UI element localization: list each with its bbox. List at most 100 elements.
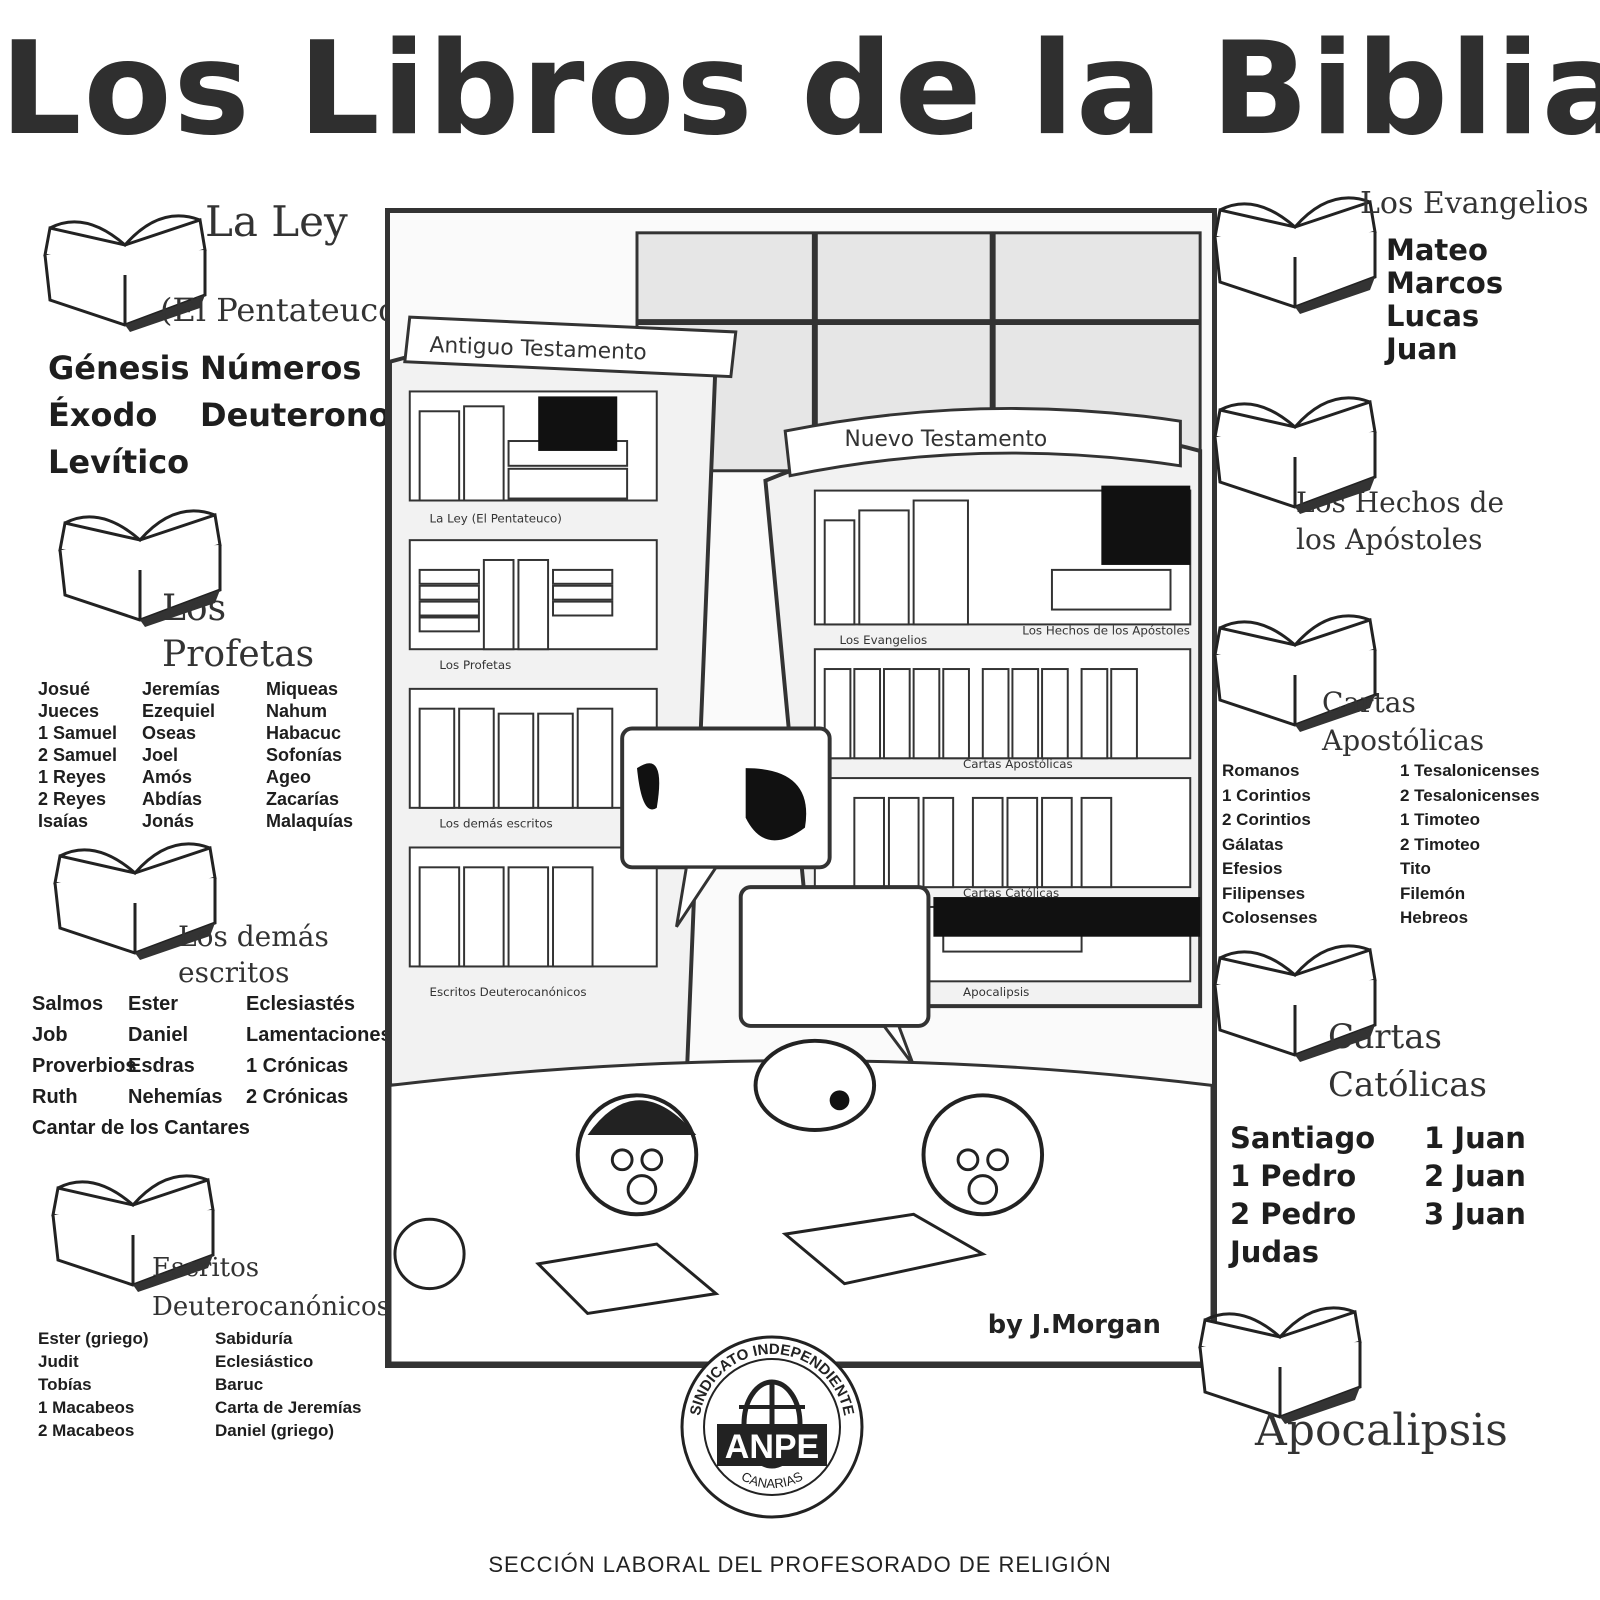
list-item: Jeremías <box>142 679 221 699</box>
open-book-icon <box>48 1160 218 1295</box>
list-item: Mateo <box>1386 233 1488 267</box>
shelf-label: Apocalipsis <box>963 985 1029 999</box>
ley-subtitle: (El Pentateuco) <box>160 291 410 329</box>
list-item: Judas <box>1230 1235 1320 1269</box>
list-item: Eclesiástico <box>215 1352 314 1371</box>
open-book-icon <box>50 828 220 963</box>
shelf-label: La Ley (El Pentateuco) <box>430 511 562 525</box>
list-item: Jueces <box>38 701 100 721</box>
list-item: Oseas <box>142 723 197 743</box>
list-item: 1 Tesalonicenses <box>1400 761 1540 780</box>
list-item: Ezequiel <box>142 701 216 721</box>
ley-title: La Ley <box>205 197 348 246</box>
list-item: Salmos <box>32 993 104 1015</box>
list-item: 1 Timoteo <box>1400 810 1480 829</box>
list-item: Ester <box>128 993 179 1015</box>
list-item: Filemón <box>1400 883 1466 903</box>
list-item: 3 Juan <box>1424 1197 1526 1231</box>
list-item: 2 Crónicas <box>246 1086 349 1108</box>
list-item: Isaías <box>38 811 89 831</box>
profetas-col3: Miqueas Nahum Habacuc Sofonías Ageo Zaca… <box>266 680 353 834</box>
list-item: Nehemías <box>128 1086 223 1108</box>
list-item: 1 Pedro <box>1230 1159 1357 1193</box>
list-item: Habacuc <box>266 723 342 743</box>
list-item: 2 Juan <box>1424 1159 1526 1193</box>
open-book-icon <box>1210 382 1380 517</box>
list-item: Marcos <box>1386 266 1504 300</box>
catolicas-subtitle: Católicas <box>1328 1065 1487 1105</box>
list-item: Lamentaciones <box>246 1024 392 1046</box>
evangelios-col1: Mateo Marcos Lucas Juan <box>1386 236 1503 368</box>
shelf-label: Escritos Deuterocanónicos <box>430 985 587 999</box>
shelf-label: Los Profetas <box>439 658 511 672</box>
apostolicas-title: Cartas <box>1322 686 1416 719</box>
list-item: Lucas <box>1386 299 1480 333</box>
list-item: 2 Corintios <box>1222 810 1311 829</box>
list-item: 2 Reyes <box>38 789 107 809</box>
logo-bottom-text: CANARIAS <box>739 1468 805 1491</box>
list-item: 2 Pedro <box>1230 1197 1357 1231</box>
open-book-icon <box>1210 182 1380 317</box>
list-item: Ruth <box>32 1086 78 1108</box>
list-item: Joel <box>142 745 179 765</box>
profetas-subtitle: Profetas <box>162 634 315 675</box>
list-item: Ester (griego) <box>38 1329 149 1348</box>
open-book-icon <box>1210 930 1380 1065</box>
open-book-icon <box>1210 600 1380 735</box>
apostolicas-col1: Romanos 1 Corintios 2 Corintios Gálatas … <box>1222 762 1317 934</box>
list-item: Daniel (griego) <box>215 1421 335 1440</box>
list-item: Éxodo <box>48 396 158 434</box>
list-item: Gálatas <box>1222 834 1284 854</box>
list-item: 1 Reyes <box>38 767 107 787</box>
list-item: Cantar de los Cantares <box>32 1117 250 1139</box>
artist-signature: by J.Morgan <box>988 1310 1161 1340</box>
shelf-label: Los Evangelios <box>840 633 928 647</box>
deutero-subtitle: Deuterocanónicos <box>152 1292 390 1322</box>
list-item: Baruc <box>215 1375 264 1394</box>
open-book-icon <box>40 200 210 335</box>
apocalipsis-title: Apocalipsis <box>1255 1405 1508 1456</box>
logo-name: ANPE <box>725 1428 819 1466</box>
list-item: Filipenses <box>1222 883 1306 903</box>
open-book-icon <box>55 495 225 630</box>
profetas-col2: Jeremías Ezequiel Oseas Joel Amós Abdías… <box>142 680 220 834</box>
profetas-title: Los <box>162 588 227 629</box>
shelf-label: Los Hechos de los Apóstoles <box>1022 623 1190 637</box>
footer-text: SECCIÓN LABORAL DEL PROFESORADO DE RELIG… <box>488 1552 1112 1577</box>
deutero-col1: Ester (griego) Judit Tobías 1 Macabeos 2… <box>38 1330 149 1445</box>
demas-col3: Eclesiastés Lamentaciones 1 Crónicas 2 C… <box>246 994 392 1118</box>
list-item: Juan <box>1386 332 1458 366</box>
catolicas-col1: Santiago 1 Pedro 2 Pedro Judas <box>1230 1124 1375 1276</box>
catolicas-title: Cartas <box>1328 1017 1442 1057</box>
anpe-logo: SINDICATO INDEPENDIENTE ANPE CANARIAS <box>677 1332 867 1522</box>
list-item: Levítico <box>48 443 190 481</box>
list-item: Carta de Jeremías <box>215 1398 362 1417</box>
list-item: Tobías <box>38 1375 92 1394</box>
profetas-col1: Josué Jueces 1 Samuel 2 Samuel 1 Reyes 2… <box>38 680 117 834</box>
list-item: 2 Timoteo <box>1400 834 1480 854</box>
shelf-label: Cartas Apostólicas <box>963 757 1073 771</box>
evangelios-title: Los Evangelios <box>1360 186 1589 221</box>
list-item: Daniel <box>128 1024 189 1046</box>
list-item: Tito <box>1400 859 1431 878</box>
open-book-icon <box>1195 1292 1365 1427</box>
nuevo-testamento-label: Nuevo Testamento <box>844 427 1047 452</box>
page-title: Los Libros de la Biblia <box>0 15 1600 164</box>
list-item: Sofonías <box>266 745 343 765</box>
list-item: 1 Juan <box>1424 1121 1526 1155</box>
list-item: Abdías <box>142 789 203 809</box>
list-item: Eclesiastés <box>246 993 355 1015</box>
list-item: Génesis <box>48 349 190 387</box>
list-item: Malaquías <box>266 811 354 831</box>
shelf-label: Cartas Católicas <box>963 886 1059 900</box>
list-item: 1 Corintios <box>1222 785 1311 805</box>
hechos-title: Los Hechos de <box>1296 486 1505 519</box>
demas-col1: Salmos Job Proverbios Ruth Cantar de los… <box>32 994 250 1149</box>
list-item: Hebreos <box>1400 908 1469 927</box>
svg-text:CANARIAS: CANARIAS <box>739 1468 805 1491</box>
list-item: Zacarías <box>266 789 340 809</box>
list-item: Sabiduría <box>215 1329 293 1348</box>
demas-subtitle: escritos <box>178 956 290 989</box>
apostolicas-subtitle: Apostólicas <box>1322 724 1485 757</box>
list-item: 1 Crónicas <box>246 1055 349 1077</box>
